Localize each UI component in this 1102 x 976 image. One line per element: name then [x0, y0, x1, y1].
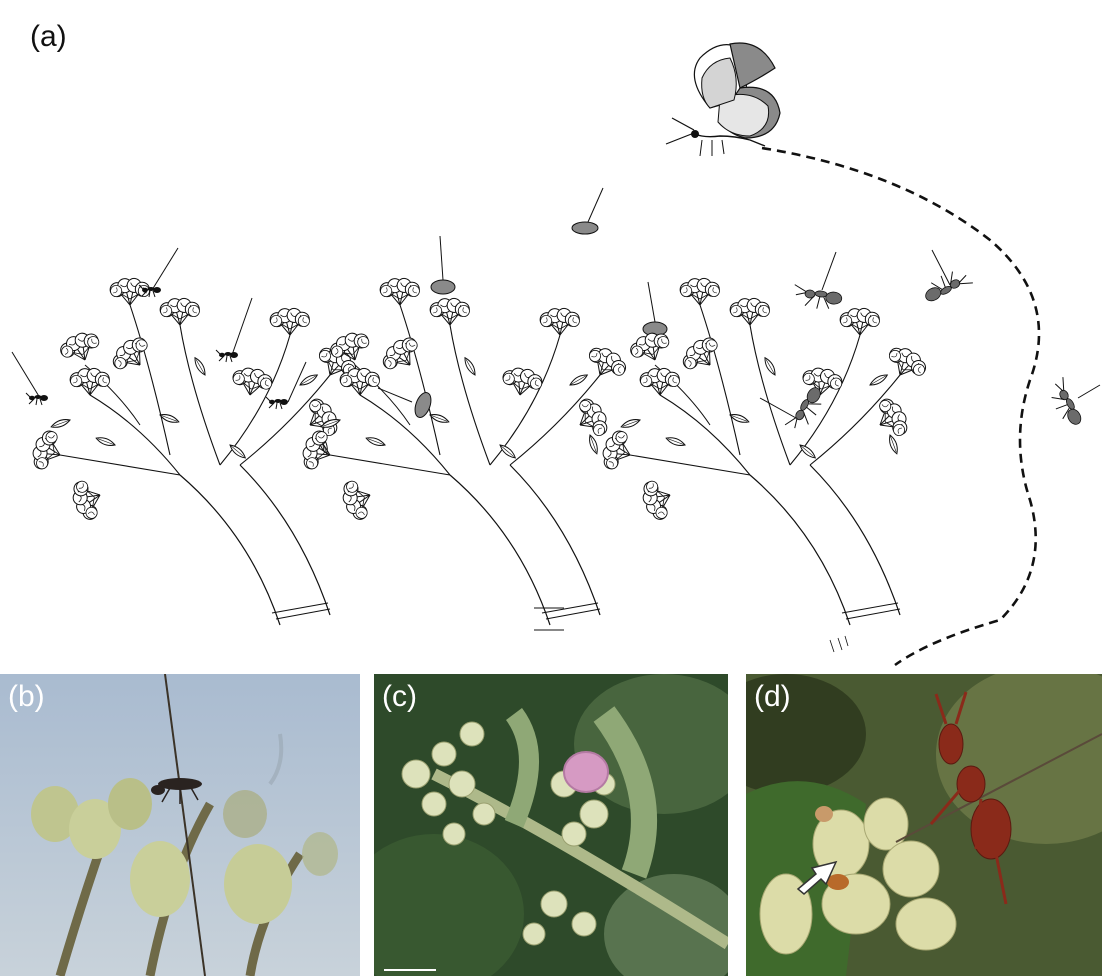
panel-b-photo: (b) [0, 674, 360, 976]
inflorescence-with-dummy-ants [296, 188, 667, 630]
panel-c-photo: (c) [374, 674, 728, 976]
panel-c-label: (c) [382, 682, 417, 712]
inflorescence-with-ants-and-butterfly [596, 43, 1100, 665]
panel-a-illustration [0, 0, 1102, 670]
panel-d-label: (d) [754, 682, 791, 712]
panel-d-photo: (d) [746, 674, 1102, 976]
inflorescence-with-ants [12, 248, 363, 625]
butterfly-illustration [666, 43, 780, 156]
panel-b-label: (b) [8, 682, 45, 712]
